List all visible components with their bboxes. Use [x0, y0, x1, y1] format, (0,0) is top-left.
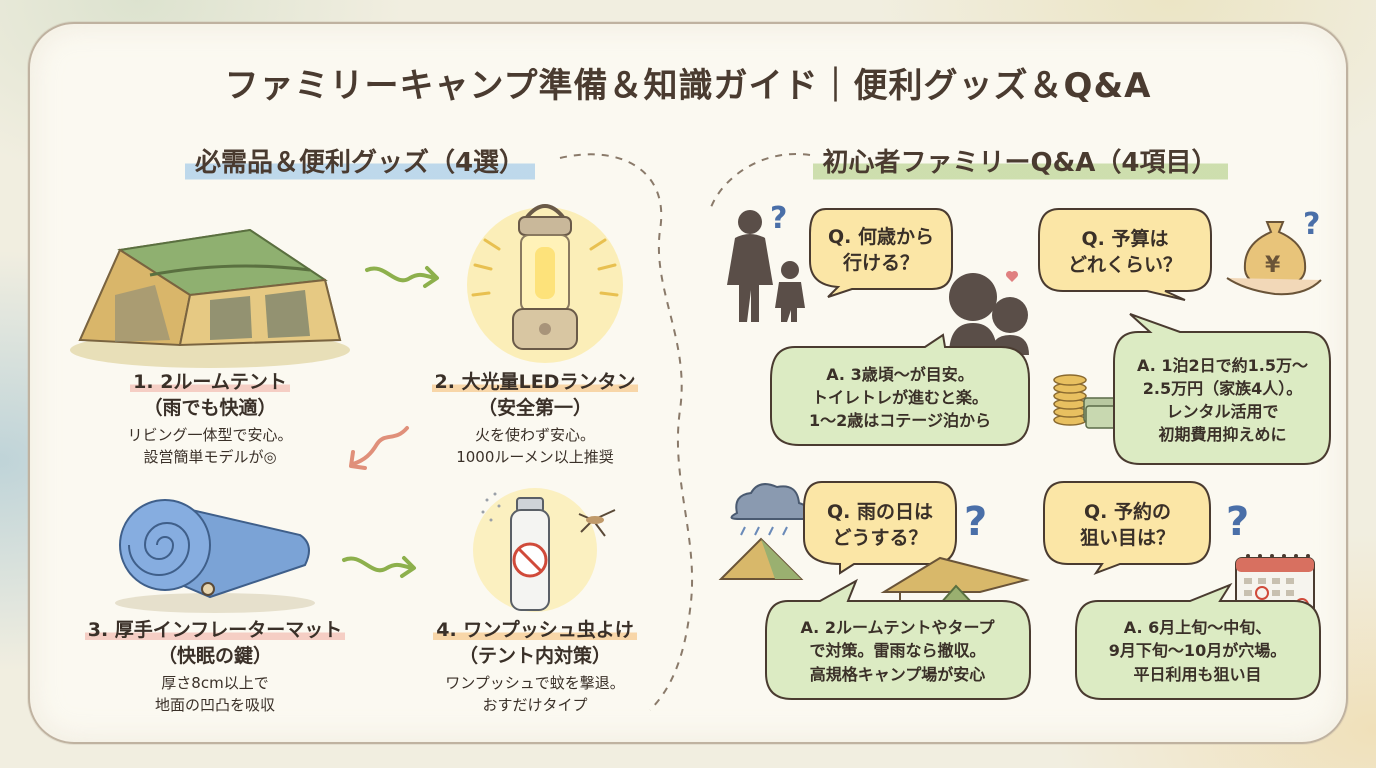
svg-text:?: ?	[1226, 499, 1249, 545]
money-bag-icon: ¥ ?	[1226, 207, 1322, 296]
arrow-right-icon	[365, 266, 439, 288]
qa-1-question-bubble: Q. 何歳から行ける？	[806, 205, 956, 298]
rain-cloud-icon	[718, 483, 810, 580]
goods-item-4: 4. ワンプッシュ虫よけ （テント内対策） ワンプッシュで蚊を撃退。 おすだけタ…	[405, 618, 665, 717]
mat-icon	[115, 499, 315, 613]
question-mark-icon: ?	[964, 499, 987, 545]
insect-spray-icon	[473, 488, 616, 612]
goods-item-2: 2. 大光量LEDランタン （安全第一） 火を使わず安心。 1000ルーメン以上…	[405, 370, 665, 469]
qa-4-answer-bubble: A. 6月上旬～中旬、9月下旬～10月が穴場。平日利用も狙い目	[1070, 582, 1325, 705]
qa-2-answer-bubble: A. 1泊2日で約1.5万～2.5万円（家族4人）。レンタル活用で初期費用抑えめ…	[1110, 310, 1335, 470]
svg-text:?: ?	[1303, 207, 1320, 242]
goods-item-3: 3. 厚手インフレーターマット （快眠の鍵） 厚さ8cm以上で 地面の凹凸を吸収	[60, 618, 370, 717]
arrow-right-icon-2	[342, 556, 416, 578]
svg-text:?: ?	[770, 201, 787, 236]
goods-item-1: 1. 2ルームテント （雨でも快適） リビング一体型で安心。 設営簡単モデルが◎	[127, 371, 293, 467]
qa-1-answer-bubble: A. 3歳頃～が目安。トイレトレが進むと楽。1～2歳はコテージ泊から	[765, 333, 1035, 450]
qa-3-question-bubble: Q. 雨の日はどうする？	[800, 478, 960, 575]
qa-3-answer-bubble: A. 2ルームテントやタープで対策。雷雨なら撤収。高規格キャンプ場が安心	[760, 578, 1035, 705]
family-icon: ?	[727, 201, 805, 322]
tent-icon	[70, 228, 350, 368]
svg-text:?: ?	[964, 499, 987, 545]
arrow-down-left-icon	[349, 426, 409, 470]
qa-4-question-bubble: Q. 予約の狙い目は？	[1040, 478, 1215, 576]
section-divider	[559, 153, 811, 711]
qa-section-title: 初心者ファミリーQ&A（4項目）	[780, 140, 1260, 183]
page-title: ファミリーキャンプ準備＆知識ガイド｜便利グッズ＆Q&A	[224, 66, 1152, 106]
question-mark-icon-2: ?	[1226, 499, 1249, 545]
svg-text:¥: ¥	[1265, 253, 1281, 278]
lantern-icon	[467, 204, 623, 363]
kids-icon	[949, 270, 1029, 355]
goods-section-title: 必需品＆便利グッズ（4選）	[150, 140, 570, 183]
qa-2-question-bubble: Q. 予算はどれくらい？	[1035, 205, 1215, 301]
